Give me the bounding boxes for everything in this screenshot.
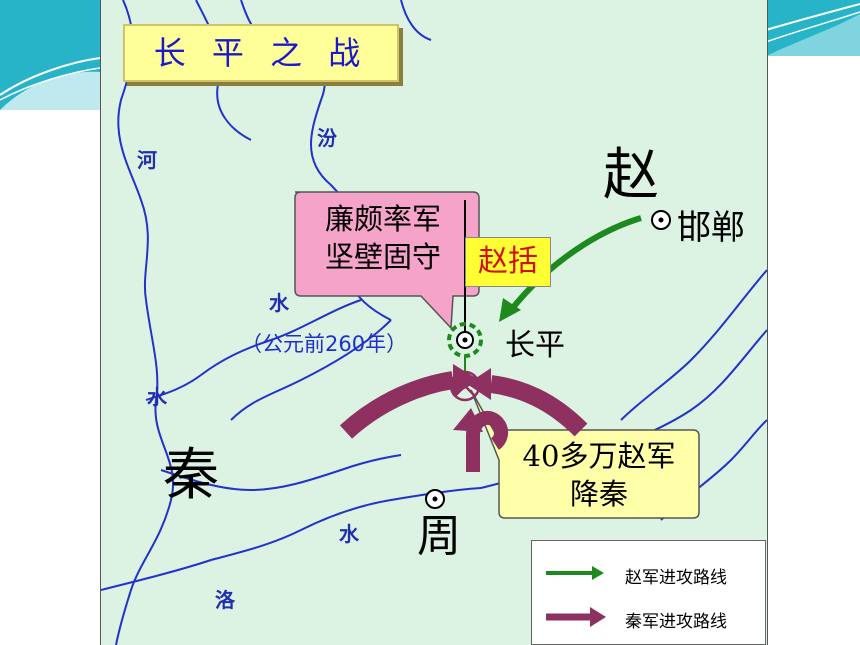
city-label-zhou: 周 [417,511,461,562]
callout-pink-shape [294,191,480,330]
green-arrow-icon [546,566,604,580]
zhou-marker [425,489,445,509]
map-panel: 长 平 之 战 汾 河 水 水 水 洛 赵 秦 邯郸 长平 周 （公元前260年… [100,0,768,645]
legend-label-zhao: 赵军进攻路线 [625,568,727,588]
legend-item-qin: 秦军进攻路线 [532,597,765,637]
zhao-arrowhead [499,298,521,322]
river-he [115,0,174,645]
purple-arrow-icon [546,607,606,627]
city-label-handan: 邯郸 [677,208,745,248]
state-label-zhao: 赵 [603,143,659,208]
callout-surrender-line1: 40多万赵军 [522,439,676,473]
map-title: 长 平 之 战 [123,24,399,82]
river-label-fen: 汾 [317,126,337,150]
callout-lianpo-line2: 坚壁固守 [324,240,441,274]
callout-surrender: 40多万赵军 降秦 [503,437,695,513]
river-label-luo: 洛 [215,588,235,612]
year-label: （公元前260年） [241,332,408,356]
handan-marker [651,210,671,230]
legend-item-zhao: 赵军进攻路线 [532,553,765,593]
callout-surrender-line2: 降秦 [569,477,628,511]
legend-label-qin: 秦军进攻路线 [625,612,727,632]
river-label-shui-1: 水 [269,291,289,315]
callout-lianpo: 廉颇率军 坚壁固守 [303,200,463,276]
qin-arrow-right [489,375,588,437]
legend: 赵军进攻路线 秦军进攻路线 [531,540,766,645]
city-label-changping: 长平 [505,328,565,363]
state-label-qin: 秦 [163,443,219,508]
callout-yellow-shape [470,389,700,519]
zhao-attack-route [508,215,642,312]
river-label-shui-3: 水 [339,522,359,546]
river-label-shui-2: 水 [147,385,167,409]
callout-zhaokuo: 赵括 [465,237,551,287]
defeat-marker [449,370,481,402]
river-luo [101,487,482,591]
qin-arrow-left [339,371,455,439]
callout-lianpo-line1: 廉颇率军 [324,202,441,236]
map-features [101,0,767,645]
river-label-he: 河 [137,148,157,172]
